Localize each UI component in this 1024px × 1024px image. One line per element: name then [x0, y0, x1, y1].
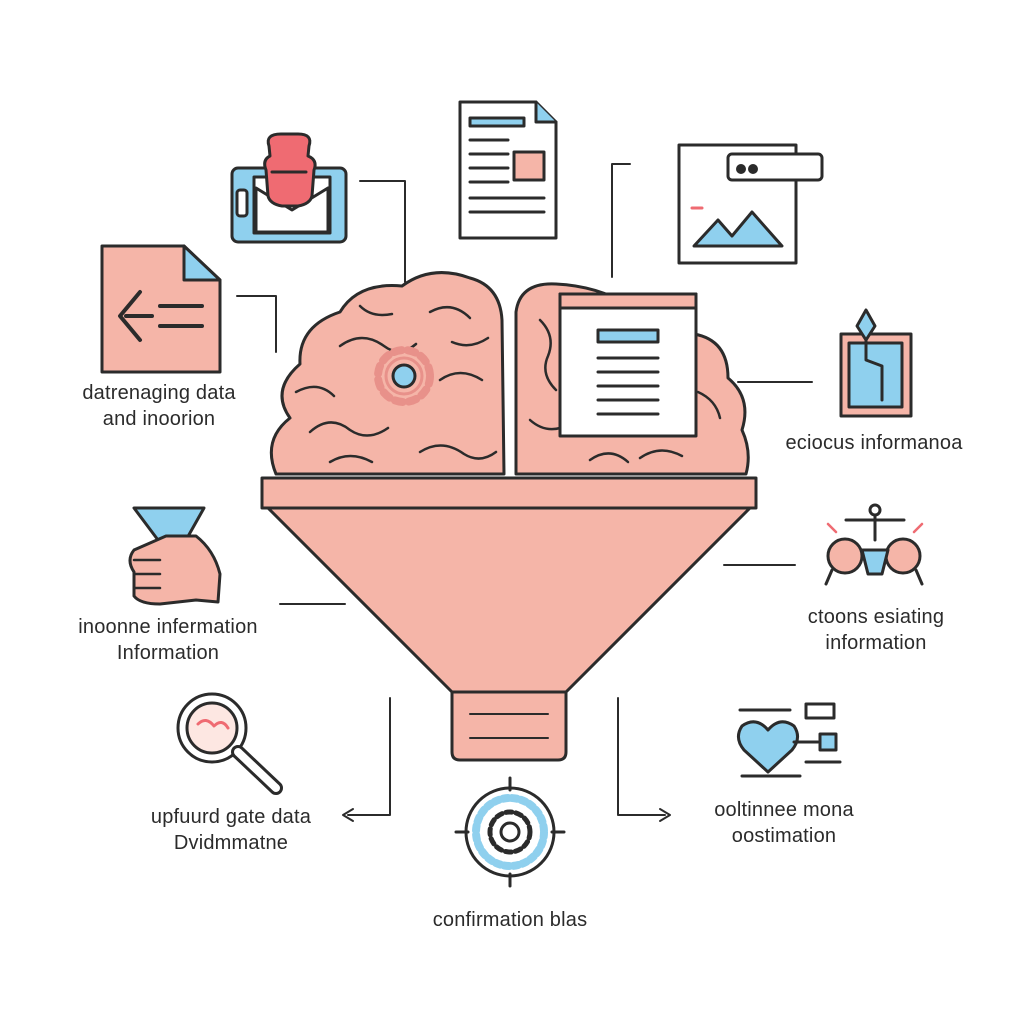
label-left-bottom-line-2: Dvidmmatne	[173, 832, 289, 854]
magnifier-icon	[176, 692, 283, 795]
label-right-top-line-1: eciocus informanoa	[785, 432, 963, 454]
window-icon	[558, 292, 698, 438]
gear-icon	[374, 346, 434, 406]
label-left-bottom-line-1: upfuurd gate data	[150, 806, 312, 828]
label-right-bottom-line-2: oostimation	[731, 825, 837, 847]
label-left-top-line-1: datrenaging data	[82, 382, 236, 404]
tablet-icon	[230, 132, 348, 244]
label-right-bottom: ooltinnee mona oostimation	[694, 797, 874, 849]
balance-people-icon	[824, 503, 924, 586]
connector-lines	[236, 163, 813, 822]
hand-holding-cup-icon	[128, 506, 222, 606]
browser-chart-icon	[677, 143, 824, 265]
label-right-top: eciocus informanoa	[764, 430, 984, 456]
document-icon	[458, 100, 558, 240]
label-left-mid-line-2: Information	[116, 642, 220, 664]
label-left-top-line-2: and inoorion	[102, 408, 216, 430]
label-right-mid-line-2: information	[825, 632, 927, 654]
diamond-flask-icon	[839, 308, 913, 418]
label-left-top: datrenaging data and inoorion	[64, 380, 254, 432]
label-left-mid-line-1: inoonne infermation	[78, 616, 258, 638]
label-bottom: confirmation blas	[400, 907, 620, 933]
label-bottom-line-1: confirmation blas	[432, 909, 588, 931]
label-right-bottom-line-1: ooltinnee mona	[714, 799, 854, 821]
target-gear-icon	[454, 776, 566, 888]
label-right-mid: ctoons esiating information	[776, 604, 976, 656]
funnel-icon	[260, 476, 758, 762]
heart-dashboard-icon	[737, 702, 842, 778]
file-back-arrow-icon	[100, 244, 222, 374]
label-left-bottom: upfuurd gate data Dvidmmatne	[126, 804, 336, 856]
label-right-mid-line-1: ctoons esiating	[807, 606, 945, 628]
label-left-mid: inoonne infermation Information	[56, 614, 280, 666]
